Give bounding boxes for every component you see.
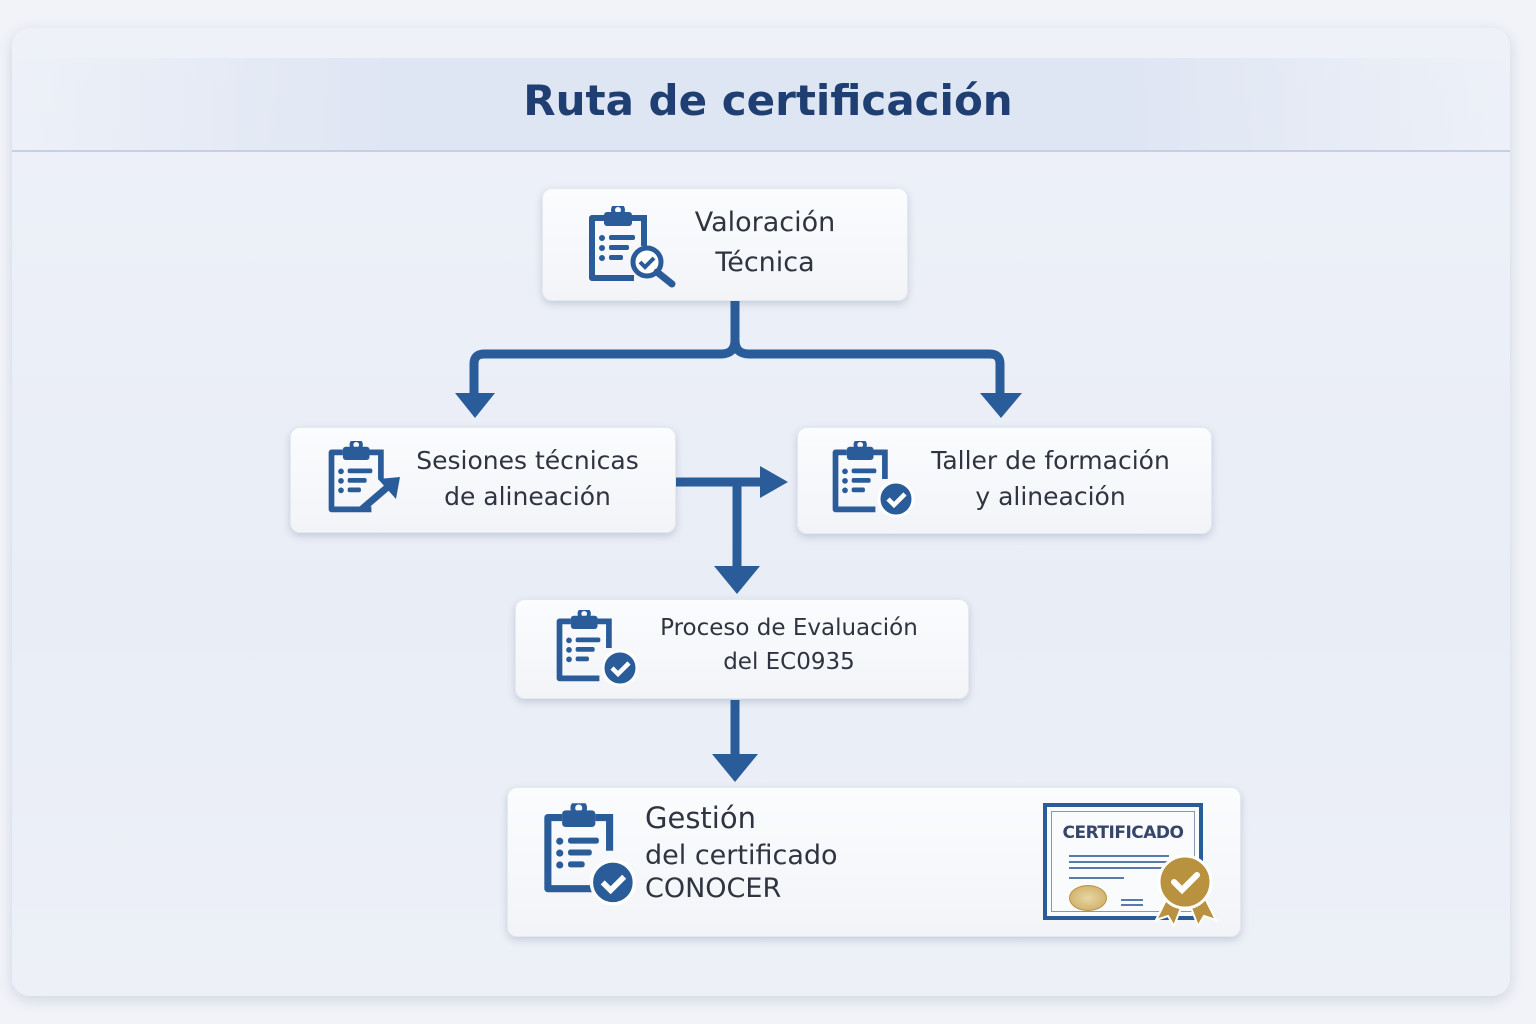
label-line: Proceso de Evaluación	[660, 615, 918, 641]
step-gestion-label: Gestión del certificado CONOCER	[645, 800, 838, 904]
step-taller-label: Taller de formación y alineación	[908, 443, 1193, 515]
certificate-label: CERTIFICADO	[1062, 823, 1184, 843]
clipboard-arrow-icon	[322, 437, 400, 519]
step-valoracion	[542, 188, 908, 301]
arrowhead-left	[455, 393, 495, 418]
label-line: y alineación	[975, 482, 1126, 511]
label-line: Técnica	[715, 247, 815, 278]
clipboard-check-icon	[536, 798, 637, 906]
arrowhead-taller	[760, 466, 788, 498]
label-line: del EC0935	[723, 649, 855, 675]
label-line: Taller de formación	[931, 446, 1170, 475]
seal-icon	[1069, 885, 1107, 911]
label-line: del certificado	[645, 840, 838, 871]
clipboard-check-icon	[550, 606, 639, 687]
clipboard-search-icon	[582, 202, 676, 288]
clipboard-check-icon	[826, 437, 915, 518]
diagram-title: Ruta de certificación	[523, 76, 1013, 125]
label-line: de alineación	[444, 482, 611, 511]
arrowhead-gestion	[712, 754, 758, 782]
arrowhead-right	[980, 393, 1022, 418]
title-band	[12, 58, 1510, 152]
connector-split	[469, 300, 740, 395]
award-ribbon-icon	[1154, 854, 1218, 928]
step-proceso-label: Proceso de Evaluación del EC0935	[638, 611, 940, 679]
label-line: Gestión	[645, 801, 756, 835]
label-line: Sesiones técnicas	[416, 446, 639, 475]
step-sesiones-label: Sesiones técnicas de alineación	[400, 443, 655, 515]
arrowhead-proceso	[714, 566, 760, 594]
label-line: Valoración	[694, 207, 836, 238]
connector-split-right	[730, 339, 1005, 395]
label-line: CONOCER	[645, 873, 782, 904]
